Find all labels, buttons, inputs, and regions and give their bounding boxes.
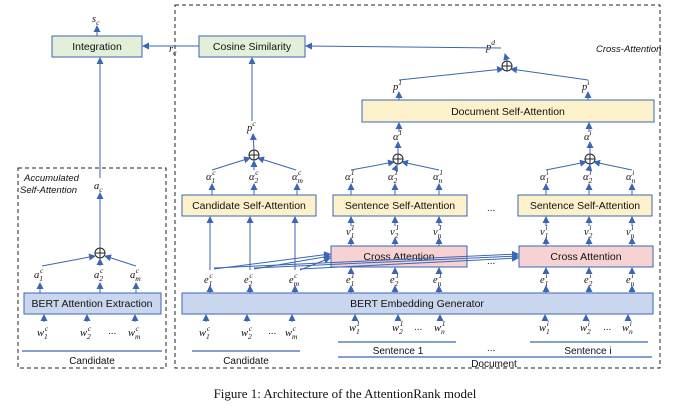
math-symbols: sc rc pd p1 pi pc α1 αi ac α1c α2c αmc α… <box>34 14 636 341</box>
bert-embedding-generator-box <box>181 292 654 315</box>
svg-text:e11: e11 <box>346 271 355 288</box>
sentence-self-attention-1-box <box>332 194 468 217</box>
svg-text:a2c: a2c <box>94 266 104 283</box>
svg-text:en1: en1 <box>433 271 442 288</box>
bert-embedding-generator-label: BERT Embedding Generator <box>350 298 484 310</box>
svg-text:w1c: w1c <box>37 324 49 341</box>
svg-text:αmc: αmc <box>292 168 304 185</box>
oplus-sentence-i-icon <box>584 153 596 165</box>
svg-text:α2i: α2i <box>583 168 593 185</box>
ellipsis-w-sentence-1: ... <box>414 322 422 333</box>
accumulated-self-attention-title-line2: Self-Attention <box>20 185 77 196</box>
ellipsis-w-right: ... <box>268 326 276 337</box>
svg-text:αn1: αn1 <box>433 168 443 185</box>
document-label: Document <box>471 359 517 370</box>
cross-attention-title: Cross-Attention <box>596 44 661 55</box>
svg-text:v11: v11 <box>346 223 355 240</box>
svg-text:e1i: e1i <box>540 271 548 288</box>
svg-text:v1i: v1i <box>540 223 548 240</box>
sentence-self-attention-i-box <box>517 194 653 217</box>
svg-text:ac: ac <box>94 181 103 194</box>
svg-text:pi: pi <box>581 78 589 93</box>
sentence-self-attention-1-label: Sentence Self-Attention <box>345 200 455 212</box>
svg-text:α1i: α1i <box>540 168 549 185</box>
oplus-candidate-icon <box>248 149 260 161</box>
cross-attention-i-label: Cross Attention <box>550 251 621 263</box>
svg-text:w2c: w2c <box>241 324 253 341</box>
candidate-right-label: Candidate <box>223 356 269 367</box>
oplus-accumulated-icon <box>94 247 106 259</box>
svg-text:eni: eni <box>626 271 635 288</box>
svg-text:αi: αi <box>584 128 592 143</box>
svg-text:e1c: e1c <box>204 271 213 288</box>
svg-text:w2i: w2i <box>580 319 591 336</box>
bert-attention-extraction-label: BERT Attention Extraction <box>31 298 152 310</box>
cross-attention-region <box>174 4 661 369</box>
svg-text:sc: sc <box>92 14 100 27</box>
svg-text:e2c: e2c <box>244 271 253 288</box>
svg-text:a1c: a1c <box>34 266 44 283</box>
sentence-1-label: Sentence 1 <box>373 346 424 357</box>
svg-text:pc: pc <box>246 119 256 134</box>
svg-text:p1: p1 <box>392 78 402 93</box>
svg-text:α21: α21 <box>388 168 398 185</box>
svg-text:vni: vni <box>626 223 635 240</box>
candidate-left-label: Candidate <box>69 356 115 367</box>
svg-text:wni: wni <box>622 319 633 336</box>
svg-text:rc: rc <box>169 44 177 57</box>
svg-text:w1c: w1c <box>199 324 211 341</box>
ellipsis-w-left: ... <box>108 326 116 337</box>
svg-text:w21: w21 <box>392 319 404 336</box>
oplus-sentence-1-icon <box>392 153 404 165</box>
svg-text:α1: α1 <box>393 128 402 143</box>
svg-text:emc: emc <box>289 271 300 288</box>
cosine-similarity-label: Cosine Similarity <box>213 41 292 53</box>
svg-text:v21: v21 <box>390 223 399 240</box>
svg-text:wmc: wmc <box>285 324 298 341</box>
integration-label: Integration <box>72 41 122 53</box>
arrows <box>36 25 636 322</box>
candidate-self-attention-label: Candidate Self-Attention <box>192 200 306 212</box>
svg-text:e2i: e2i <box>584 271 593 288</box>
ellipsis-sentence-self-attn: ... <box>487 203 495 214</box>
svg-text:α11: α11 <box>345 168 354 185</box>
accumulated-self-attention-region <box>17 167 167 369</box>
ellipsis-cross-attn: ... <box>487 256 495 267</box>
sentence-self-attention-i-label: Sentence Self-Attention <box>530 200 640 212</box>
svg-text:wmc: wmc <box>128 324 141 341</box>
svg-text:pd: pd <box>485 38 495 53</box>
svg-text:e21: e21 <box>390 271 399 288</box>
figure-caption: Figure 1: Architecture of the AttentionR… <box>214 386 477 401</box>
svg-text:α1c: α1c <box>206 168 216 185</box>
ellipsis-w-sentence-i: ... <box>603 322 611 333</box>
sentence-i-label: Sentence i <box>564 346 611 357</box>
ellipsis-sentences: ... <box>487 343 495 354</box>
svg-text:vn1: vn1 <box>433 223 442 240</box>
svg-text:w11: w11 <box>349 319 360 336</box>
oplus-doc-icon <box>501 60 513 72</box>
bert-attention-extraction-box <box>23 292 162 315</box>
svg-text:amc: amc <box>130 266 141 283</box>
document-self-attention-label: Document Self-Attention <box>451 106 565 118</box>
svg-text:v2i: v2i <box>584 223 593 240</box>
svg-text:α2c: α2c <box>249 168 259 185</box>
svg-text:αni: αni <box>626 168 636 185</box>
svg-text:w2c: w2c <box>80 324 92 341</box>
svg-text:wn1: wn1 <box>434 319 446 336</box>
svg-text:w1i: w1i <box>539 319 550 336</box>
document-self-attention-box <box>361 99 655 123</box>
accumulated-self-attention-title-line1: Accumulated <box>23 173 80 184</box>
